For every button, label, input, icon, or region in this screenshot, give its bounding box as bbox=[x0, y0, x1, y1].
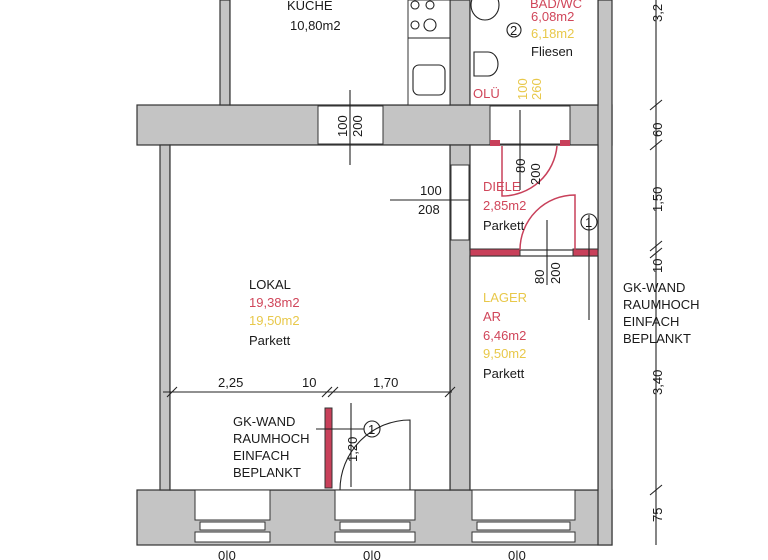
marker-1-icon bbox=[580, 213, 598, 231]
lager-area: 6,46m2 bbox=[483, 328, 526, 343]
bad-note: OLÜ bbox=[473, 86, 500, 101]
dimension-ticks bbox=[649, 99, 663, 496]
lager-door-width: 80 bbox=[532, 270, 547, 284]
dim-bottom-3: 1,70 bbox=[373, 375, 398, 390]
toilet-icon bbox=[470, 0, 500, 21]
diele-partition-left bbox=[469, 248, 521, 257]
kueche-name: KÜCHE bbox=[287, 0, 333, 13]
left-wall bbox=[159, 144, 171, 491]
lager-door-height: 200 bbox=[548, 262, 563, 284]
room-lokal bbox=[169, 144, 451, 491]
dim-bottom-1: 2,25 bbox=[218, 375, 243, 390]
window-label-2: 0|0 bbox=[363, 548, 381, 560]
window-label-1: 0|0 bbox=[218, 548, 236, 560]
dim-bottom-2: 10 bbox=[302, 375, 316, 390]
diele-area: 2,85m2 bbox=[483, 198, 526, 213]
lokal-floor: Parkett bbox=[249, 333, 291, 348]
dim-right-6: 75 bbox=[650, 508, 665, 522]
lokal-area: 19,38m2 bbox=[249, 295, 300, 310]
gk-note-bottom-1: GK-WAND bbox=[233, 414, 295, 429]
lager-ar: AR bbox=[483, 309, 501, 324]
door-swing-lager bbox=[519, 194, 576, 251]
kueche-area: 10,80m2 bbox=[290, 18, 341, 33]
bad-floor: Fliesen bbox=[531, 44, 573, 59]
lokal-door-height: 208 bbox=[418, 202, 440, 217]
bad-dim-a: 100 bbox=[515, 78, 530, 100]
bad-dim-b: 260 bbox=[529, 78, 544, 100]
lokal-door-opening[interactable] bbox=[450, 164, 470, 241]
bad-area: 6,08m2 bbox=[531, 9, 574, 24]
diele-marker: 1 bbox=[585, 215, 592, 230]
lager-name: LAGER bbox=[483, 290, 527, 305]
room-lager bbox=[469, 255, 599, 491]
gk-note-right-1: GK-WAND bbox=[623, 280, 685, 295]
dim-right-1: 3,2 bbox=[650, 4, 665, 22]
gk-wall-new bbox=[324, 407, 333, 489]
dim-right-2: 60 bbox=[650, 123, 665, 137]
marker-2-icon bbox=[506, 22, 522, 38]
door-swing-entrance bbox=[339, 419, 411, 491]
lokal-name: LOKAL bbox=[249, 277, 291, 292]
lokal-door-width: 100 bbox=[420, 183, 442, 198]
kitchen-door-width: 100 bbox=[335, 115, 350, 137]
window-label-3: 0|0 bbox=[508, 548, 526, 560]
lager-area-gross: 9,50m2 bbox=[483, 346, 526, 361]
gk-note-bottom-2: RAUMHOCH bbox=[233, 431, 310, 446]
diele-partition-right bbox=[572, 248, 599, 257]
gk-note-right-4: BEPLANKT bbox=[623, 331, 691, 346]
diele-floor: Parkett bbox=[483, 218, 525, 233]
dim-right-5: 3,40 bbox=[650, 370, 665, 395]
diele-door-opening[interactable] bbox=[489, 105, 571, 145]
sink-icon bbox=[412, 64, 446, 96]
diele-door-width: 80 bbox=[513, 159, 528, 173]
room-diele bbox=[469, 144, 599, 251]
bad-name: BAD/WC bbox=[530, 0, 582, 11]
kitchen-door-height: 200 bbox=[350, 115, 365, 137]
kitchen-counter bbox=[407, 0, 451, 106]
bad-area-gross: 6,18m2 bbox=[531, 26, 574, 41]
marker-1-bottom-icon bbox=[363, 420, 381, 438]
door-swing-diele bbox=[501, 145, 558, 197]
diele-name: DIELE bbox=[483, 179, 521, 194]
gk-note-right-2: RAUMHOCH bbox=[623, 297, 700, 312]
bad-marker: 2 bbox=[510, 23, 517, 38]
gk-note-right-3: EINFACH bbox=[623, 314, 679, 329]
right-outer-wall bbox=[597, 0, 613, 546]
gk-note-bottom-3: EINFACH bbox=[233, 448, 289, 463]
kitchen-bath-wall bbox=[449, 0, 471, 106]
diele-door-height: 200 bbox=[528, 163, 543, 185]
gk-note-bottom-4: BEPLANKT bbox=[233, 465, 301, 480]
dim-right-3: 1,50 bbox=[650, 187, 665, 212]
lokal-area-gross: 19,50m2 bbox=[249, 313, 300, 328]
door-height-dim: 1,20 bbox=[345, 437, 360, 462]
stove-icon bbox=[410, 0, 420, 10]
lager-floor: Parkett bbox=[483, 366, 525, 381]
bottom-marker: 1 bbox=[368, 422, 375, 437]
urinal-icon bbox=[473, 51, 499, 77]
dim-right-4: 10 bbox=[650, 259, 665, 273]
kitchen-left-wall bbox=[219, 0, 231, 106]
windows bbox=[194, 489, 576, 543]
